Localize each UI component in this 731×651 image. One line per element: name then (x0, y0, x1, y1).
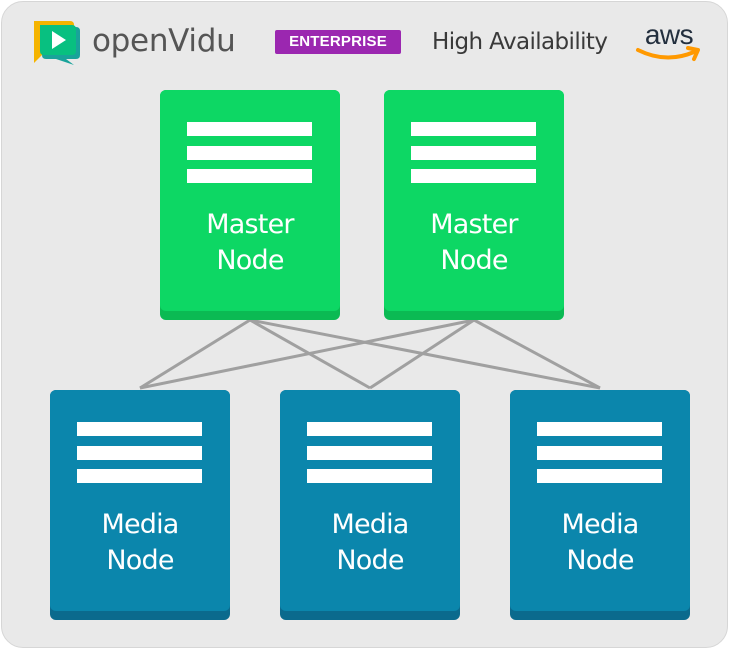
node-label-line2: Node (336, 545, 404, 576)
node-label-line1: Media (561, 509, 639, 540)
media-node-face: Media Node (280, 390, 460, 611)
link-master2-media3 (473, 318, 601, 390)
server-bar-icon (187, 122, 312, 136)
server-bar-icon (77, 469, 202, 483)
media-node-face: Media Node (510, 390, 690, 611)
server-bar-icon (77, 446, 202, 460)
link-master2-media2 (369, 318, 475, 390)
link-master1-media3 (249, 318, 601, 390)
master-node: Master Node (160, 90, 340, 320)
server-bar-icon (307, 446, 432, 460)
aws-logo: aws (634, 20, 704, 66)
openvidu-logo-icon (34, 21, 80, 65)
server-bar-icon (537, 422, 662, 436)
node-label-line2: Node (440, 245, 508, 276)
node-label-line2: Node (106, 545, 174, 576)
server-bar-icon (537, 446, 662, 460)
media-node-face: Media Node (50, 390, 230, 611)
server-bar-icon (411, 122, 536, 136)
link-master2-media1 (139, 318, 475, 390)
node-label: Media Node (50, 507, 230, 579)
brand-name: openVidu (92, 23, 236, 59)
master-node-face: Master Node (384, 90, 564, 311)
node-label: Media Node (510, 507, 690, 579)
server-bar-icon (77, 422, 202, 436)
aws-smile-icon (636, 46, 700, 61)
node-label: Media Node (280, 507, 460, 579)
enterprise-badge: ENTERPRISE (275, 30, 401, 54)
node-label-line2: Node (216, 245, 284, 276)
node-label-line2: Node (566, 545, 634, 576)
media-node: Media Node (50, 390, 230, 620)
server-bar-icon (307, 469, 432, 483)
media-node: Media Node (510, 390, 690, 620)
server-bar-icon (411, 146, 536, 160)
media-node: Media Node (280, 390, 460, 620)
node-label-line1: Media (331, 509, 409, 540)
server-bar-icon (307, 422, 432, 436)
server-bar-icon (537, 469, 662, 483)
server-bar-icon (187, 169, 312, 183)
server-bar-icon (411, 169, 536, 183)
master-node-face: Master Node (160, 90, 340, 311)
master-node: Master Node (384, 90, 564, 320)
node-label-line1: Media (101, 509, 179, 540)
header: openVidu ENTERPRISE High Availability aw… (0, 0, 731, 80)
server-bar-icon (187, 146, 312, 160)
link-master1-media1 (139, 318, 251, 390)
aws-logo-text: aws (644, 19, 694, 50)
node-label: Master Node (160, 207, 340, 279)
node-label-line1: Master (206, 209, 294, 240)
page-title: High Availability (432, 29, 608, 55)
node-label-line1: Master (430, 209, 518, 240)
node-label: Master Node (384, 207, 564, 279)
